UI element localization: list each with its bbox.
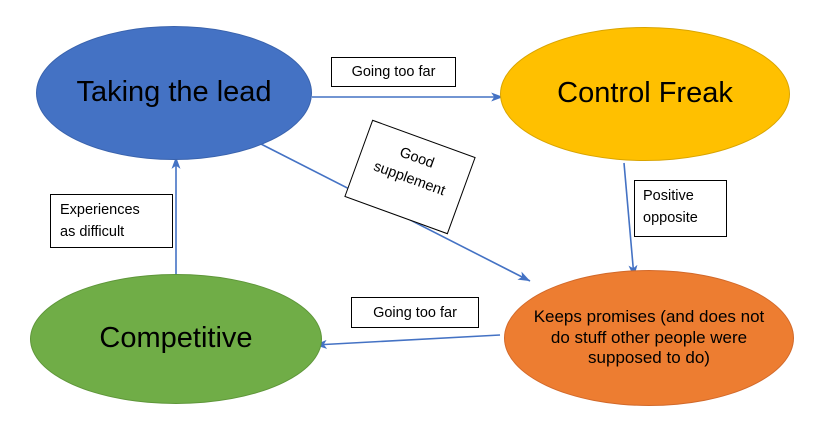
node-competitive-label: Competitive (99, 322, 253, 355)
edge-label-going-too-far-bottom: Going too far (351, 297, 479, 328)
node-taking-the-lead[interactable]: Taking the lead (36, 26, 312, 160)
node-keeps-promises[interactable]: Keeps promises (and does not do stuff ot… (504, 270, 794, 406)
node-keeps-promises-label: Keeps promises (and does not do stuff ot… (533, 306, 765, 368)
edge-control-freak-to-keeps-promises (623, 162, 638, 278)
edge-label-positive-opposite: Positive opposite (634, 180, 727, 237)
edge-label-going-too-far-top: Going too far (331, 57, 456, 87)
node-taking-the-lead-label: Taking the lead (76, 76, 272, 109)
edge-keeps-promises-to-competitive (314, 334, 501, 349)
node-control-freak-label: Control Freak (557, 77, 733, 110)
node-competitive[interactable]: Competitive (30, 274, 322, 404)
node-control-freak[interactable]: Control Freak (500, 27, 790, 161)
edge-label-experiences-as-difficult: Experiences as difficult (50, 194, 173, 248)
